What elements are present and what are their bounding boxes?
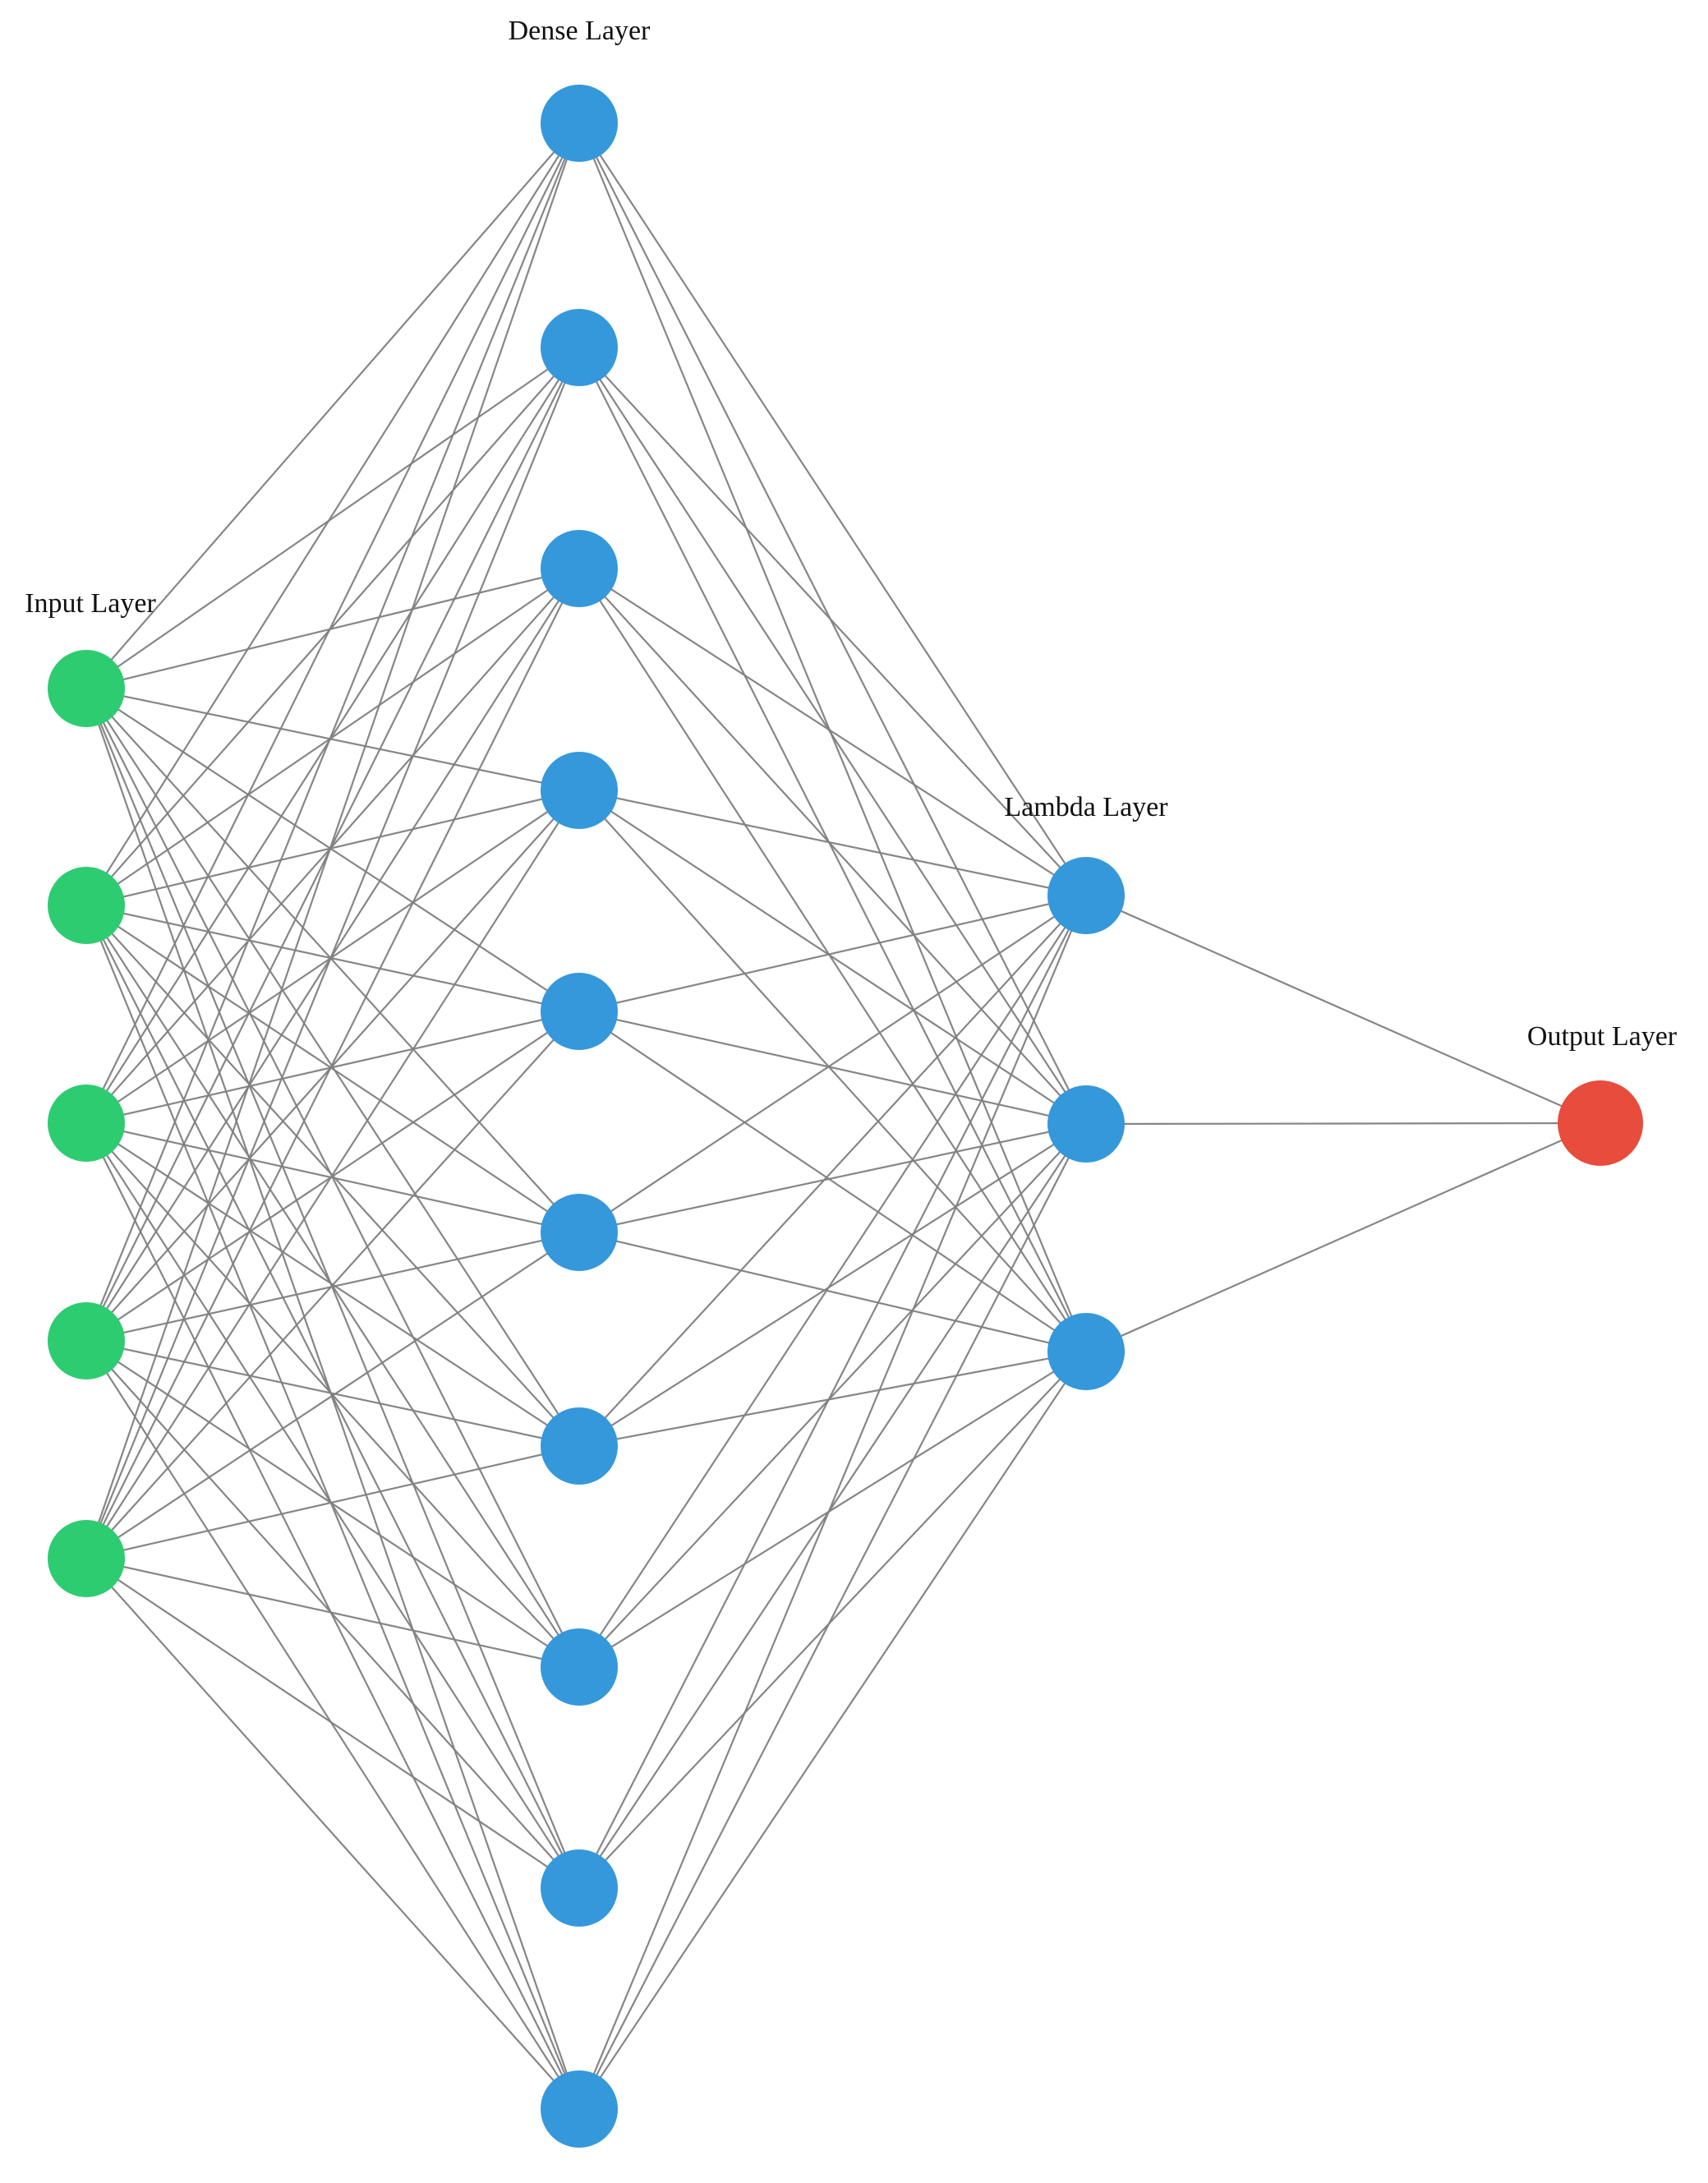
- edge-input-0-to-dense-8: [85, 688, 581, 1889]
- edge-dense-1-to-lambda-1: [578, 347, 1087, 1125]
- edge-input-3-to-dense-3: [85, 790, 580, 1342]
- edge-input-0-to-dense-0: [85, 122, 580, 689]
- edge-input-4-to-dense-9: [85, 1558, 580, 2110]
- edge-input-2-to-dense-3: [85, 790, 580, 1124]
- edge-dense-9-to-lambda-0: [578, 895, 1088, 2110]
- edge-dense-4-to-lambda-2: [578, 1011, 1087, 1352]
- edge-input-3-to-dense-0: [85, 122, 581, 1342]
- edge-input-4-to-dense-5: [85, 1232, 580, 1559]
- edge-dense-5-to-lambda-2: [578, 1231, 1087, 1353]
- edge-dense-4-to-lambda-1: [578, 1010, 1087, 1126]
- edge-lambda-0-to-output-0: [1085, 894, 1601, 1125]
- edge-input-3-to-dense-6: [85, 1339, 580, 1448]
- node-dense-8[interactable]: [541, 1628, 618, 1706]
- edge-dense-6-to-lambda-1: [578, 1123, 1087, 1447]
- edge-input-4-to-dense-3: [85, 790, 580, 1559]
- node-dense-7[interactable]: [541, 1407, 618, 1485]
- edge-dense-4-to-lambda-0: [578, 894, 1087, 1013]
- layer-label-output: Output Layer: [1527, 1021, 1678, 1052]
- edge-input-4-to-dense-8: [85, 1558, 580, 1889]
- edge-dense-1-to-lambda-0: [578, 347, 1087, 896]
- edge-input-4-to-dense-0: [85, 122, 581, 1559]
- edge-dense-2-to-lambda-1: [578, 568, 1087, 1125]
- layer-label-dense: Dense Layer: [509, 16, 651, 46]
- nodes-group: [48, 85, 1643, 2148]
- edge-input-0-to-dense-3: [85, 687, 580, 792]
- edge-lambda-1-to-output-0: [1085, 1121, 1601, 1126]
- node-dense-1[interactable]: [541, 85, 618, 162]
- layer-label-input: Input Layer: [25, 588, 156, 619]
- edge-input-1-to-dense-0: [85, 122, 580, 906]
- node-dense-3[interactable]: [541, 530, 618, 607]
- edge-dense-2-to-lambda-0: [578, 568, 1087, 896]
- edge-input-1-to-dense-8: [85, 905, 580, 1889]
- edge-input-4-to-dense-1: [85, 347, 581, 1559]
- edge-dense-2-to-lambda-2: [578, 568, 1087, 1352]
- node-dense-5[interactable]: [541, 973, 618, 1050]
- edge-dense-5-to-lambda-1: [578, 1122, 1087, 1234]
- edge-dense-0-to-lambda-0: [578, 122, 1087, 896]
- edge-input-2-to-dense-9: [85, 1122, 580, 2110]
- edge-dense-3-to-lambda-2: [578, 790, 1087, 1352]
- edge-input-0-to-dense-9: [85, 688, 581, 2110]
- edge-input-4-to-dense-2: [85, 568, 580, 1559]
- edge-input-2-to-dense-4: [85, 1010, 580, 1125]
- edge-dense-8-to-lambda-2: [578, 1351, 1087, 1889]
- node-dense-2[interactable]: [541, 309, 618, 386]
- node-output-1[interactable]: [1558, 1080, 1643, 1166]
- edge-dense-7-to-lambda-0: [578, 895, 1087, 1668]
- edge-dense-6-to-lambda-2: [578, 1350, 1087, 1448]
- edge-input-1-to-dense-5: [85, 905, 580, 1233]
- edge-input-0-to-dense-1: [85, 347, 580, 689]
- edge-dense-8-to-lambda-0: [578, 895, 1087, 1889]
- edge-dense-7-to-lambda-1: [578, 1123, 1087, 1668]
- edge-input-4-to-dense-7: [85, 1557, 580, 1669]
- node-input-2[interactable]: [48, 867, 125, 944]
- edge-input-4-to-dense-4: [85, 1011, 580, 1559]
- edge-input-2-to-dense-1: [85, 347, 580, 1124]
- node-dense-10[interactable]: [541, 2070, 618, 2148]
- node-dense-9[interactable]: [541, 1849, 618, 1927]
- node-lambda-2[interactable]: [1047, 1085, 1125, 1163]
- node-input-1[interactable]: [48, 650, 125, 727]
- edge-input-2-to-dense-0: [85, 122, 580, 1124]
- edge-dense-8-to-lambda-1: [578, 1123, 1087, 1889]
- edge-input-4-to-dense-6: [85, 1444, 580, 1560]
- edge-dense-9-to-lambda-1: [578, 1123, 1087, 2110]
- edge-input-2-to-dense-8: [85, 1122, 580, 1889]
- edge-dense-5-to-lambda-0: [578, 895, 1087, 1233]
- edge-dense-9-to-lambda-2: [578, 1351, 1087, 2110]
- node-input-3[interactable]: [48, 1085, 125, 1162]
- edge-input-1-to-dense-3: [85, 789, 580, 907]
- edge-input-1-to-dense-1: [85, 347, 580, 906]
- node-input-4[interactable]: [48, 1302, 125, 1379]
- layer-label-lambda: Lambda Layer: [1004, 792, 1168, 822]
- edge-input-3-to-dense-8: [85, 1340, 580, 1889]
- edge-dense-3-to-lambda-1: [578, 790, 1087, 1125]
- edge-dense-0-to-lambda-1: [578, 122, 1087, 1125]
- edge-input-3-to-dense-1: [85, 347, 580, 1342]
- edge-input-0-to-dense-5: [85, 688, 580, 1233]
- edge-input-0-to-dense-2: [85, 567, 580, 690]
- edges-group: [85, 122, 1601, 2110]
- edge-input-3-to-dense-5: [85, 1231, 580, 1342]
- edge-input-2-to-dense-5: [85, 1121, 580, 1234]
- edge-lambda-2-to-output-0: [1085, 1121, 1601, 1353]
- edge-input-1-to-dense-4: [85, 904, 580, 1013]
- edge-input-3-to-dense-9: [85, 1340, 580, 2110]
- node-lambda-1[interactable]: [1047, 857, 1125, 934]
- node-lambda-3[interactable]: [1047, 1313, 1125, 1390]
- edge-dense-7-to-lambda-2: [578, 1351, 1087, 1668]
- node-input-5[interactable]: [48, 1520, 125, 1597]
- edge-input-0-to-dense-4: [85, 688, 580, 1012]
- node-dense-6[interactable]: [541, 1194, 618, 1271]
- edge-dense-3-to-lambda-0: [578, 789, 1087, 897]
- node-dense-4[interactable]: [541, 752, 618, 829]
- edge-dense-1-to-lambda-2: [578, 347, 1087, 1352]
- edge-dense-6-to-lambda-0: [578, 895, 1087, 1447]
